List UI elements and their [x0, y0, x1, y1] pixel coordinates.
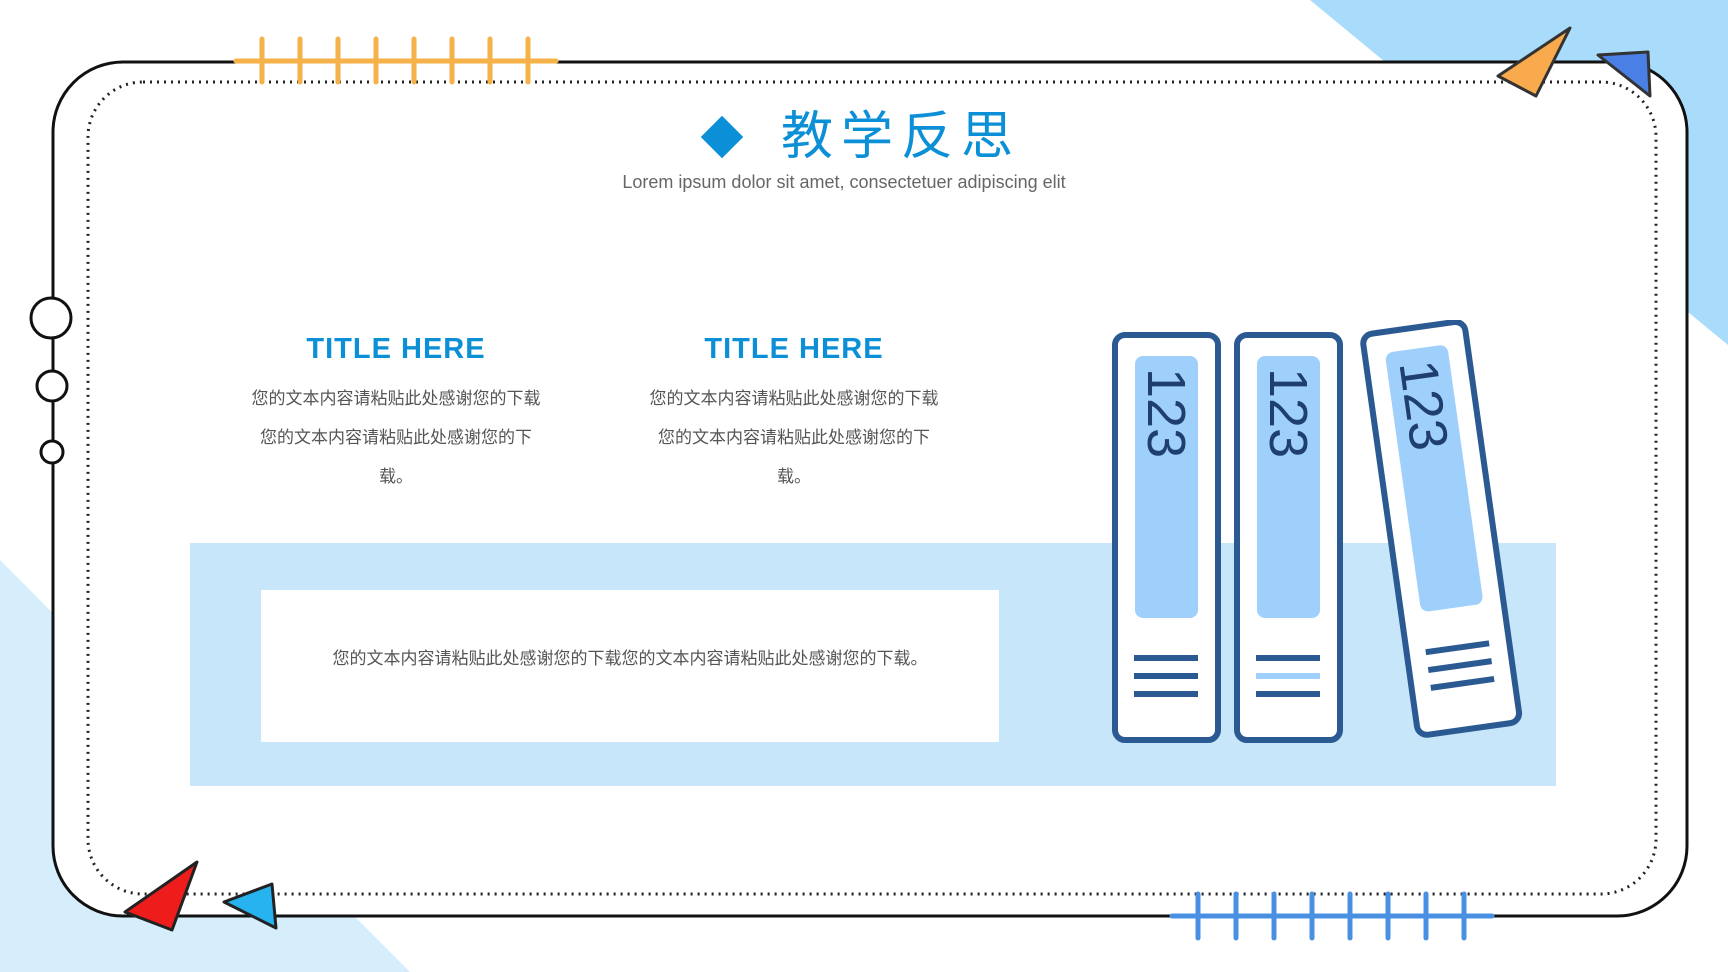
- blue-fence-decoration: [1169, 891, 1495, 941]
- book-label: 123: [1258, 368, 1318, 458]
- title-block: 教学反思: [0, 105, 1728, 169]
- book-label: 123: [1387, 356, 1459, 454]
- inner-dotted-frame: [86, 80, 1658, 896]
- books-illustration: 123 123 123: [1112, 320, 1523, 743]
- book-1: 123: [1112, 332, 1221, 743]
- side-circle-small: [39, 439, 65, 465]
- column-title: TITLE HERE: [704, 333, 884, 365]
- blue-triangle-top: [1596, 50, 1652, 98]
- red-triangle: [123, 860, 199, 932]
- text-card: [261, 590, 999, 742]
- page-title: 教学反思: [780, 107, 1021, 167]
- book-3: 123: [1360, 320, 1523, 738]
- side-circle-medium: [35, 369, 69, 403]
- orange-triangle: [1496, 26, 1572, 98]
- text-column-1: TITLE HERE 您的文本内容请粘贴此处感谢您的下载您的文本内容请粘贴此处感…: [236, 333, 556, 497]
- page-subtitle: Lorem ipsum dolor sit amet, consectetuer…: [622, 172, 1066, 192]
- book-label: 123: [1136, 368, 1196, 458]
- column-title: TITLE HERE: [306, 333, 486, 365]
- orange-fence-decoration: [233, 36, 559, 85]
- cyan-triangle: [222, 882, 278, 930]
- column-body: 您的文本内容请粘贴此处感谢您的下载您的文本内容请粘贴此处感谢您的下载。: [649, 389, 939, 487]
- card-body-text: 您的文本内容请粘贴此处感谢您的下载您的文本内容请粘贴此处感谢您的下载。: [332, 649, 928, 669]
- text-column-2: TITLE HERE 您的文本内容请粘贴此处感谢您的下载您的文本内容请粘贴此处感…: [634, 333, 954, 497]
- column-body: 您的文本内容请粘贴此处感谢您的下载您的文本内容请粘贴此处感谢您的下载。: [251, 389, 541, 487]
- side-circle-large: [29, 296, 73, 340]
- book-2: 123: [1234, 332, 1343, 743]
- diamond-icon: [700, 115, 744, 159]
